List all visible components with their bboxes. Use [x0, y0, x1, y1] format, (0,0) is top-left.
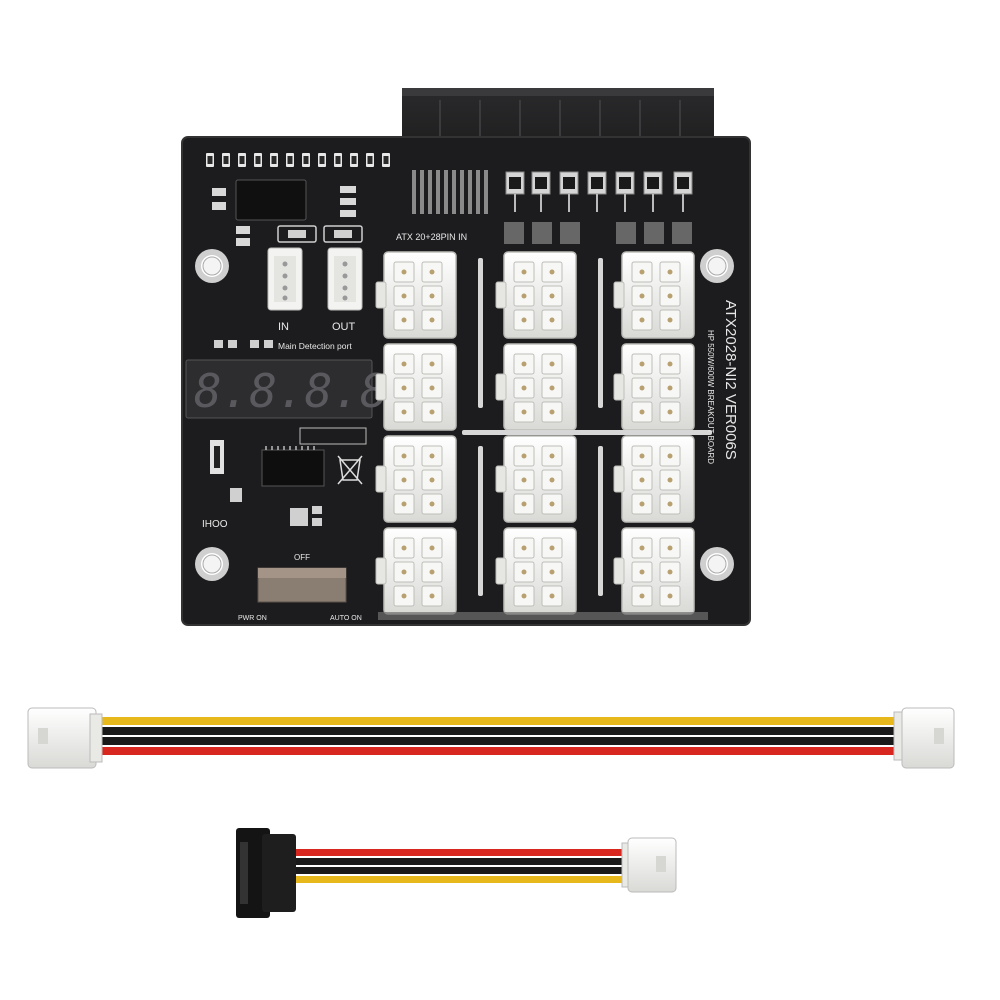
switch-auto-on-label: AUTO ON [330, 615, 362, 622]
mount-hole-bottom-left [194, 546, 230, 582]
mount-hole-bottom-right [699, 546, 735, 582]
relay-chip [235, 179, 307, 221]
mosfet-row [505, 171, 693, 212]
seven-segment-display: 8.8.8.8 [185, 359, 388, 419]
via-patches [504, 222, 692, 244]
sata-cable [236, 828, 677, 918]
in-header [267, 247, 303, 311]
controller-ic [261, 449, 325, 487]
sata-power-connector [236, 828, 296, 918]
brand-mark: IHOO [202, 519, 228, 530]
long-cable-left-connector [27, 707, 103, 769]
board-model-label: ATX2028-NI2 VER006S [722, 300, 739, 460]
pcie-connector [375, 435, 457, 523]
pcie-connector [495, 527, 577, 615]
weee-symbol [337, 455, 363, 485]
board-subtitle-label: HP 550W/600W BREAKOUT BOARD [706, 330, 715, 464]
long-cable-right-connector [893, 707, 955, 769]
pcie-connector [613, 527, 695, 615]
sata-cable-end-connector [621, 837, 677, 893]
pcie-connector [495, 251, 577, 339]
pcie-connector [613, 343, 695, 431]
out-header [327, 247, 363, 311]
pcie-connector [495, 343, 577, 431]
out-label: OUT [332, 321, 356, 333]
pcie-connector [613, 435, 695, 523]
long-cable-wires [92, 717, 902, 755]
switch-pwr-on-label: PWR ON [238, 615, 267, 622]
switch-off-label: OFF [294, 553, 310, 562]
sata-cable-wires [292, 849, 628, 883]
shunt-bars [462, 258, 712, 596]
mount-hole-top-right [699, 248, 735, 284]
pcb [182, 137, 750, 625]
pcie-connector [375, 527, 457, 615]
long-4pin-cable [27, 707, 955, 769]
detection-port-label: Main Detection port [278, 341, 352, 351]
display-digits: 8.8.8.8 [194, 364, 388, 418]
in-label: IN [278, 321, 289, 333]
pcie-connector [495, 435, 577, 523]
atx-input-label: ATX 20+28PIN IN [396, 232, 467, 242]
mount-hole-top-left [194, 248, 230, 284]
breakout-board: ATX 20+28PIN IN IN OUT Main Detection po… [181, 88, 751, 626]
pcie-connector [613, 251, 695, 339]
pcie-connector [375, 343, 457, 431]
pcie-connector [375, 251, 457, 339]
atx-pin-strip [412, 170, 488, 214]
